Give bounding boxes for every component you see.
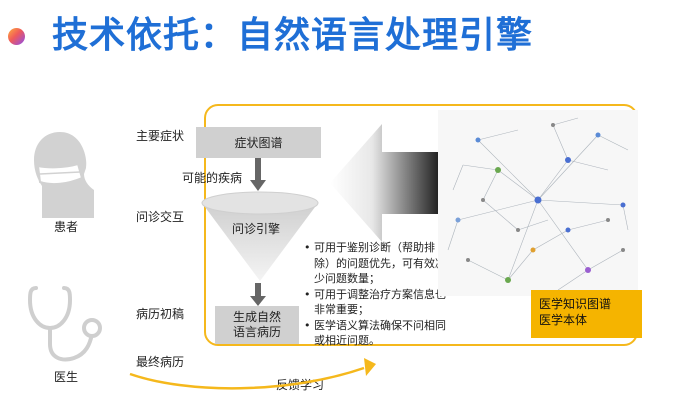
possible-disease-label: 可能的疾病 bbox=[182, 171, 243, 185]
note-item: 可用于鉴别诊断（帮助排除）的问题优先，可有效减少问题数量； bbox=[304, 240, 446, 287]
symptom-graph-box: 症状图谱 bbox=[196, 127, 321, 158]
engine-notes: 可用于鉴别诊断（帮助排除）的问题优先，可有效减少问题数量； 可用于调整治疗方案信… bbox=[304, 240, 446, 349]
knowledge-graph-network-image bbox=[438, 110, 638, 296]
knowledge-graph-line2: 医学本体 bbox=[539, 313, 588, 327]
initial-record-label: 病历初稿 bbox=[136, 307, 185, 321]
generate-record-line2: 语言病历 bbox=[232, 325, 281, 339]
main-symptom-label: 主要症状 bbox=[136, 129, 185, 143]
note-item: 医学语义算法确保不问相同或相近问题。 bbox=[304, 318, 446, 349]
engine-funnel bbox=[201, 191, 319, 281]
note-item: 可用于调整治疗方案信息也非常重要； bbox=[304, 287, 446, 318]
generate-record-line1: 生成自然 bbox=[232, 310, 281, 324]
down-arrow-2-icon bbox=[250, 283, 266, 306]
title-bullet-dot bbox=[8, 28, 25, 45]
doctor-label: 医生 bbox=[54, 370, 79, 384]
symptom-graph-text: 症状图谱 bbox=[234, 136, 283, 150]
patient-icon bbox=[34, 132, 94, 218]
consultation-label: 问诊交互 bbox=[136, 210, 185, 224]
generate-record-box: 生成自然 语言病历 bbox=[215, 306, 299, 344]
final-record-label: 最终病历 bbox=[136, 355, 185, 369]
stethoscope-icon bbox=[27, 286, 102, 362]
knowledge-graph-box: 医学知识图谱 医学本体 bbox=[531, 290, 642, 338]
page-title: 技术依托：自然语言处理引擎 bbox=[52, 15, 534, 56]
knowledge-graph-line1: 医学知识图谱 bbox=[539, 297, 612, 311]
engine-label: 问诊引擎 bbox=[232, 222, 281, 236]
down-arrow-1-icon bbox=[250, 158, 266, 191]
big-left-arrow-icon bbox=[330, 124, 450, 242]
feedback-arrow-icon bbox=[129, 358, 376, 390]
patient-label: 患者 bbox=[54, 220, 79, 234]
